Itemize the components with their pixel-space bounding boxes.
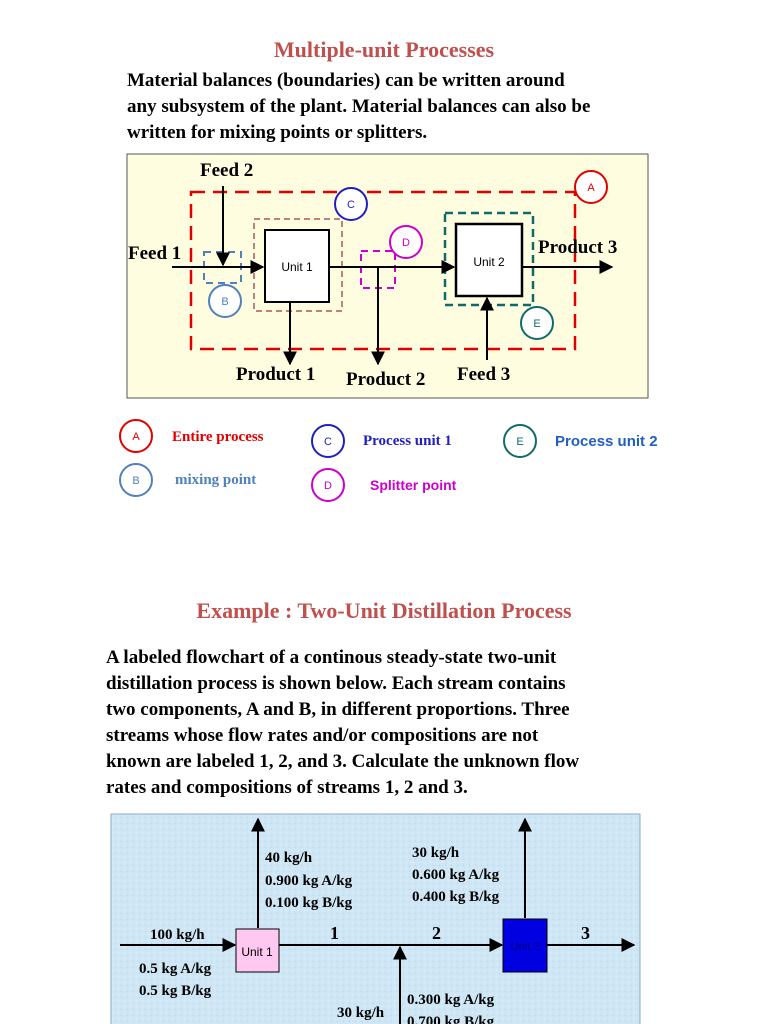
paragraph-line: rates and compositions of streams 1, 2 a… xyxy=(106,777,468,798)
distillation-flowchart: Unit 1 Unit 2 100 kg/h 0.5 kg A/kg 0.5 k… xyxy=(110,813,641,1024)
paragraph-line: A labeled flowchart of a continous stead… xyxy=(106,647,557,668)
legend: A Entire process C Process unit 1 E Proc… xyxy=(119,419,658,502)
legend-item-e: E Process unit 2 xyxy=(503,424,658,458)
svg-text:E: E xyxy=(516,436,523,448)
section2-paragraph: A labeled flowchart of a continous stead… xyxy=(106,645,579,801)
feed-a: 0.5 kg A/kg xyxy=(139,961,212,977)
bottom-rate: 30 kg/h xyxy=(337,1005,385,1021)
product2-label: Product 2 xyxy=(346,369,425,390)
stream-label-3: 3 xyxy=(581,923,590,943)
section2-title: Example : Two-Unit Distillation Process xyxy=(196,598,572,623)
paragraph-line: distillation process is shown below. Eac… xyxy=(106,673,566,694)
svg-text:B: B xyxy=(132,475,139,487)
top1-a: 0.900 kg A/kg xyxy=(265,873,353,889)
marker-b: B xyxy=(208,284,242,318)
svg-text:Process unit 2: Process unit 2 xyxy=(555,433,658,450)
process-boundary-diagram: Feed 2 Feed 1 Product 3 Product 1 Produc… xyxy=(126,153,649,399)
unit1-block xyxy=(235,928,280,973)
flowchart-background xyxy=(110,813,641,1024)
marker-c: C xyxy=(334,187,368,221)
section1-title: Multiple-unit Processes xyxy=(273,37,495,62)
top2-a: 0.600 kg A/kg xyxy=(412,867,500,883)
paragraph-line: any subsystem of the plant. Material bal… xyxy=(127,96,591,117)
unit1-label: Unit 1 xyxy=(281,260,313,274)
paragraph-line: two components, A and B, in different pr… xyxy=(106,699,570,720)
stream-label-1: 1 xyxy=(330,923,339,943)
unit2-box xyxy=(454,222,524,298)
top1-b: 0.100 kg B/kg xyxy=(265,895,353,911)
bottom-b: 0.700 kg B/kg xyxy=(407,1014,495,1024)
boundary-a xyxy=(189,190,577,351)
svg-text:D: D xyxy=(402,237,410,249)
feed-b: 0.5 kg B/kg xyxy=(139,983,212,999)
svg-text:A: A xyxy=(132,431,140,443)
marker-a: A xyxy=(574,170,608,204)
svg-text:Entire process: Entire process xyxy=(172,429,264,445)
legend-item-b: B mixing point xyxy=(119,463,256,497)
unit2-block-label: Unit 2 xyxy=(511,941,540,953)
svg-text:Splitter point: Splitter point xyxy=(370,477,457,493)
feed2-label: Feed 2 xyxy=(200,160,253,181)
product1-label: Product 1 xyxy=(236,364,315,385)
svg-text:B: B xyxy=(221,296,228,308)
paragraph-line: known are labeled 1, 2, and 3. Calculate… xyxy=(106,751,580,772)
unit2-label: Unit 2 xyxy=(473,255,505,269)
paragraph-line: written for mixing points or splitters. xyxy=(127,122,428,143)
svg-text:A: A xyxy=(587,182,595,194)
legend-item-c: C Process unit 1 xyxy=(311,424,452,458)
feed3-label: Feed 3 xyxy=(457,364,510,385)
bottom-a: 0.300 kg A/kg xyxy=(407,992,495,1008)
legend-item-d: D Splitter point xyxy=(311,468,457,502)
svg-text:C: C xyxy=(324,436,332,448)
svg-text:Process unit 1: Process unit 1 xyxy=(363,433,452,449)
feed-rate: 100 kg/h xyxy=(150,927,205,943)
paragraph-line: Material balances (boundaries) can be wr… xyxy=(127,70,565,91)
section1-paragraph: Material balances (boundaries) can be wr… xyxy=(127,68,590,146)
top2-rate: 30 kg/h xyxy=(412,845,460,861)
unit1-block-label: Unit 1 xyxy=(241,945,273,959)
marker-e: E xyxy=(520,306,554,340)
product3-label: Product 3 xyxy=(538,237,617,258)
paragraph-line: streams whose flow rates and/or composit… xyxy=(106,725,539,746)
marker-d: D xyxy=(389,225,423,259)
top2-b: 0.400 kg B/kg xyxy=(412,889,500,905)
svg-text:E: E xyxy=(533,318,540,330)
svg-text:C: C xyxy=(347,199,355,211)
stream-label-2: 2 xyxy=(432,923,441,943)
legend-item-a: A Entire process xyxy=(119,419,264,453)
svg-text:D: D xyxy=(324,480,332,492)
top1-rate: 40 kg/h xyxy=(265,850,313,866)
diagram-background xyxy=(126,153,649,399)
feed1-label: Feed 1 xyxy=(128,243,181,264)
unit2-block xyxy=(502,918,548,973)
svg-text:mixing point: mixing point xyxy=(175,472,256,488)
